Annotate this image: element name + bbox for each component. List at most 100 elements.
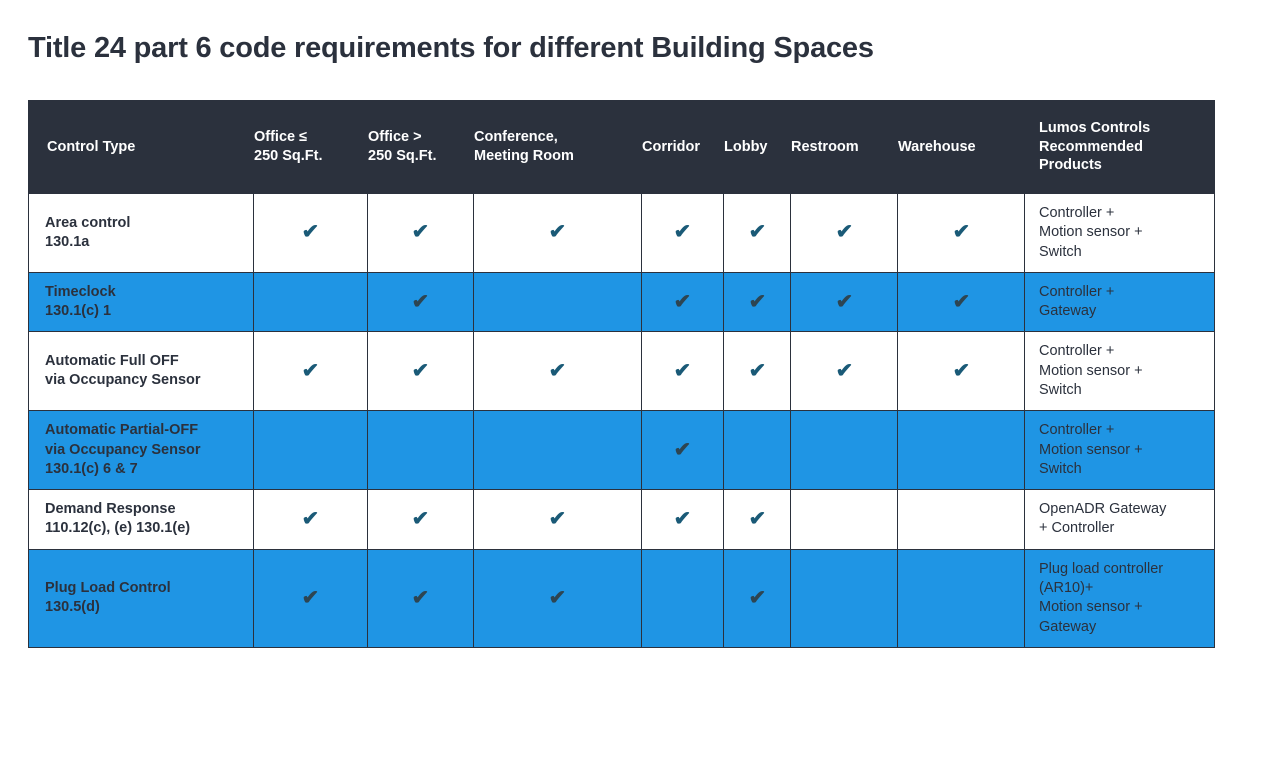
requirement-cell-lobby: ✔ (723, 489, 791, 550)
requirement-cell-corridor: ✔ (641, 193, 724, 273)
requirement-cell-conference: ✔ (473, 331, 642, 412)
recommended-products-cell: Controller + Gateway (1024, 271, 1215, 333)
requirement-cell-warehouse: ✔ (897, 489, 1025, 550)
header-label-line: Conference, (474, 129, 558, 146)
check-icon: ✔ (548, 221, 567, 244)
requirement-cell-corridor: ✔ (641, 410, 724, 491)
check-icon: ✔ (411, 221, 430, 244)
recommended-products-cell: OpenADR Gateway + Controller (1024, 489, 1215, 550)
check-icon: ✔ (748, 221, 766, 244)
check-icon: ✔ (301, 507, 320, 530)
recommended-products-line: Switch (1039, 460, 1082, 477)
check-icon: ✔ (835, 290, 853, 313)
column-header-lumos-recommended-products: Lumos Controls Recommended Products (1024, 100, 1215, 194)
control-type-line: Demand Response (45, 501, 176, 518)
requirement-cell-office_le_250: ✔ (253, 193, 368, 273)
requirements-table: Control Type Office ≤ 250 Sq.Ft. Office … (28, 100, 1215, 648)
requirement-cell-conference: ✔ (473, 489, 642, 550)
requirement-cell-lobby: ✔ (723, 331, 791, 412)
recommended-products-cell: Controller + Motion sensor + Switch (1024, 410, 1215, 491)
requirement-cell-lobby: ✔ (723, 271, 791, 333)
requirement-cell-conference: ✔ (473, 548, 642, 648)
control-type-line: Area control (45, 214, 131, 231)
check-icon: ✔ (952, 221, 970, 244)
recommended-products-line: Controller + (1039, 422, 1115, 439)
recommended-products-line: Motion sensor + (1039, 224, 1143, 241)
requirement-cell-warehouse: ✔ (897, 193, 1025, 273)
check-icon: ✔ (673, 221, 692, 244)
check-icon: ✔ (952, 359, 970, 382)
header-label: Restroom (791, 138, 859, 155)
control-type-cell: Timeclock 130.1(c) 1 (28, 271, 254, 333)
column-header-office-le-250: Office ≤ 250 Sq.Ft. (253, 100, 368, 194)
control-type-cell: Automatic Partial-OFF via Occupancy Senso… (28, 410, 254, 491)
recommended-products-cell: Plug load controller (AR10)+ Motion sensor… (1024, 548, 1215, 648)
recommended-products-cell: Controller + Motion sensor + Switch (1024, 193, 1215, 273)
recommended-products-line: Controller + (1039, 283, 1115, 300)
recommended-products-line: OpenADR Gateway (1039, 501, 1167, 518)
column-header-office-gt-250: Office > 250 Sq.Ft. (367, 100, 474, 194)
header-label-line: Recommended (1039, 138, 1143, 155)
requirement-cell-corridor: ✔ (641, 489, 724, 550)
control-type-line: 130.1(c) 6 & 7 (45, 460, 138, 477)
requirement-cell-restroom: ✔ (790, 193, 898, 273)
recommended-products-line: (AR10)+ (1039, 579, 1094, 596)
page-title: Title 24 part 6 code requirements for di… (28, 32, 874, 64)
requirement-cell-office_le_250: ✔ (253, 548, 368, 648)
recommended-products-line: Motion sensor + (1039, 441, 1143, 458)
control-type-line: Automatic Full OFF (45, 353, 179, 370)
check-icon: ✔ (548, 359, 567, 382)
control-type-line: 130.1(c) 1 (45, 303, 112, 320)
requirement-cell-lobby: ✔ (723, 548, 791, 648)
control-type-line: 130.5(d) (45, 599, 100, 616)
control-type-line: Timeclock (45, 284, 116, 300)
recommended-products-line: Switch (1039, 243, 1082, 260)
recommended-products-line: + Controller (1039, 520, 1115, 537)
column-header-restroom: Restroom (790, 100, 898, 194)
column-header-lobby: Lobby (723, 100, 791, 194)
requirement-cell-office_gt_250: ✔ (367, 193, 474, 273)
requirement-cell-conference: ✔ (473, 271, 642, 333)
check-icon: ✔ (748, 507, 766, 530)
requirement-cell-corridor: ✔ (641, 548, 724, 648)
control-type-line: Automatic Partial-OFF (45, 422, 199, 439)
check-icon: ✔ (748, 290, 766, 313)
requirement-cell-restroom: ✔ (790, 489, 898, 550)
check-icon: ✔ (673, 290, 692, 313)
check-icon: ✔ (411, 290, 430, 313)
header-label: Lobby (724, 138, 768, 155)
header-label-line: Products (1039, 157, 1102, 174)
recommended-products-line: Motion sensor + (1039, 362, 1143, 379)
requirements-table-wrapper: Control Type Office ≤ 250 Sq.Ft. Office … (28, 100, 1215, 648)
recommended-products-line: Motion sensor + (1039, 599, 1143, 616)
column-header-conference-meeting-room: Conference, Meeting Room (473, 100, 642, 194)
recommended-products-line: Controller + (1039, 205, 1115, 221)
check-icon: ✔ (835, 221, 853, 244)
requirement-cell-corridor: ✔ (641, 331, 724, 412)
recommended-products-cell: Controller +Motion sensor +Switch (1024, 331, 1215, 412)
check-icon: ✔ (411, 586, 430, 609)
check-icon: ✔ (411, 507, 430, 530)
table-row: Automatic Partial-OFF via Occupancy Senso… (28, 410, 1215, 491)
check-icon: ✔ (673, 359, 692, 382)
recommended-products-line: Plug load controller (1039, 560, 1164, 577)
check-icon: ✔ (301, 221, 320, 244)
requirement-cell-office_gt_250: ✔ (367, 489, 474, 550)
control-type-line: via Occupancy Sensor (45, 441, 201, 458)
requirement-cell-office_gt_250: ✔ (367, 410, 474, 491)
header-label: Corridor (642, 138, 700, 155)
column-header-corridor: Corridor (641, 100, 724, 194)
requirement-cell-office_le_250: ✔ (253, 271, 368, 333)
requirement-cell-restroom: ✔ (790, 410, 898, 491)
column-header-warehouse: Warehouse (897, 100, 1025, 194)
recommended-products-line: Gateway (1039, 303, 1097, 320)
check-icon: ✔ (301, 586, 320, 609)
header-label-line: Meeting Room (474, 148, 574, 164)
requirement-cell-office_le_250: ✔ (253, 410, 368, 491)
requirement-cell-office_le_250: ✔ (253, 489, 368, 550)
